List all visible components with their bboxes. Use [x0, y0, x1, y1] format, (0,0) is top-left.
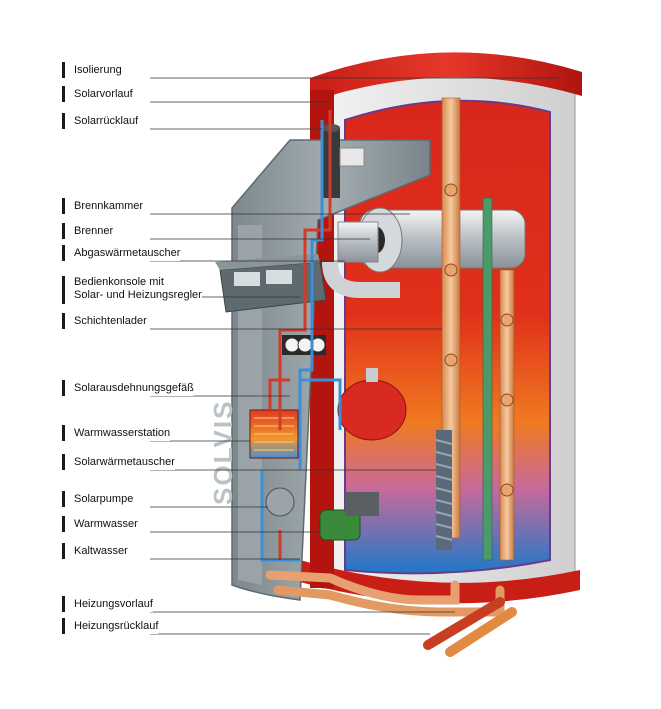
station-fins	[254, 417, 294, 451]
circuit-pipes	[260, 110, 342, 562]
green-rod	[482, 197, 493, 561]
console-top	[215, 254, 320, 270]
housing	[231, 139, 431, 601]
label-bedienkonsole: Bedienkonsole mit Solar- und Heizungsreg…	[62, 276, 202, 304]
label-isolierung: Isolierung	[62, 62, 122, 78]
label-warmwasserstation: Warmwasserstation	[62, 425, 171, 441]
outlet-pipe-2	[445, 607, 517, 657]
expansion-vessel-neck	[366, 368, 378, 382]
label-abgaswaermetauscher: Abgaswärmetauscher	[62, 245, 181, 261]
blue-feed-pipe	[260, 378, 342, 562]
flue-collar	[339, 147, 365, 167]
label-solarwaermetauscher: Solarwärmetauscher	[62, 454, 175, 470]
control-console	[215, 254, 327, 313]
label-schichtenlader: Schichtenlader	[62, 313, 147, 329]
heating-supply-pipe	[265, 570, 460, 605]
label-heizungsruecklauf: Heizungsrücklauf	[62, 618, 159, 634]
exhaust-heat-exchanger	[337, 221, 379, 263]
label-brenner: Brenner	[62, 223, 114, 239]
heating-pump-motor	[319, 509, 361, 541]
leader-lines	[150, 77, 560, 635]
outlet-pipe-1	[423, 597, 505, 650]
gauge-2	[297, 337, 313, 353]
housing-front-panel	[238, 225, 262, 585]
console-display	[234, 272, 260, 286]
burner-duct	[322, 261, 400, 298]
solar-pump	[265, 487, 295, 517]
tank-outer-shell	[310, 52, 582, 102]
solar-heat-exchanger	[435, 430, 453, 550]
flap-1	[444, 183, 458, 197]
label-warmwasser: Warmwasser	[62, 516, 138, 532]
hot-water-station	[249, 409, 299, 459]
expansion-vessel-body	[337, 379, 407, 441]
solar-supply-pipe	[278, 110, 332, 430]
label-kaltwasser: Kaltwasser	[62, 543, 128, 559]
brand-mark: SOLVIS	[208, 400, 238, 505]
gauge-1	[284, 337, 300, 353]
flap-3	[444, 353, 458, 367]
flap-5	[500, 393, 514, 407]
label-bedienkonsole-line2: Solar- und Heizungsregler	[74, 289, 202, 301]
label-bedienkonsole-line1: Bedienkonsole mit	[74, 276, 164, 288]
label-brennkammer: Brennkammer	[62, 198, 144, 214]
solar-coil-windings	[435, 439, 453, 541]
red-feed-pipe	[268, 378, 290, 560]
flap-6	[500, 483, 514, 497]
housing-frame	[231, 139, 431, 601]
label-heizungsvorlauf: Heizungsvorlauf	[62, 596, 153, 612]
flap-4	[500, 313, 514, 327]
heating-pump-head	[345, 492, 379, 516]
flap-2	[444, 263, 458, 277]
label-solarruecklauf: Solarrücklauf	[62, 113, 139, 129]
label-solarvorlauf: Solarvorlauf	[62, 86, 133, 102]
pumps	[265, 487, 379, 541]
solar-expansion-vessel	[337, 368, 407, 441]
label-solarpumpe: Solarpumpe	[62, 491, 134, 507]
console-display-2	[266, 270, 292, 284]
label-solarausdehnungsgefaess: Solarausdehnungsgefäß	[62, 380, 194, 396]
stratification-loader	[441, 97, 515, 561]
solar-return-pipe	[298, 120, 324, 470]
gauges	[282, 335, 326, 355]
